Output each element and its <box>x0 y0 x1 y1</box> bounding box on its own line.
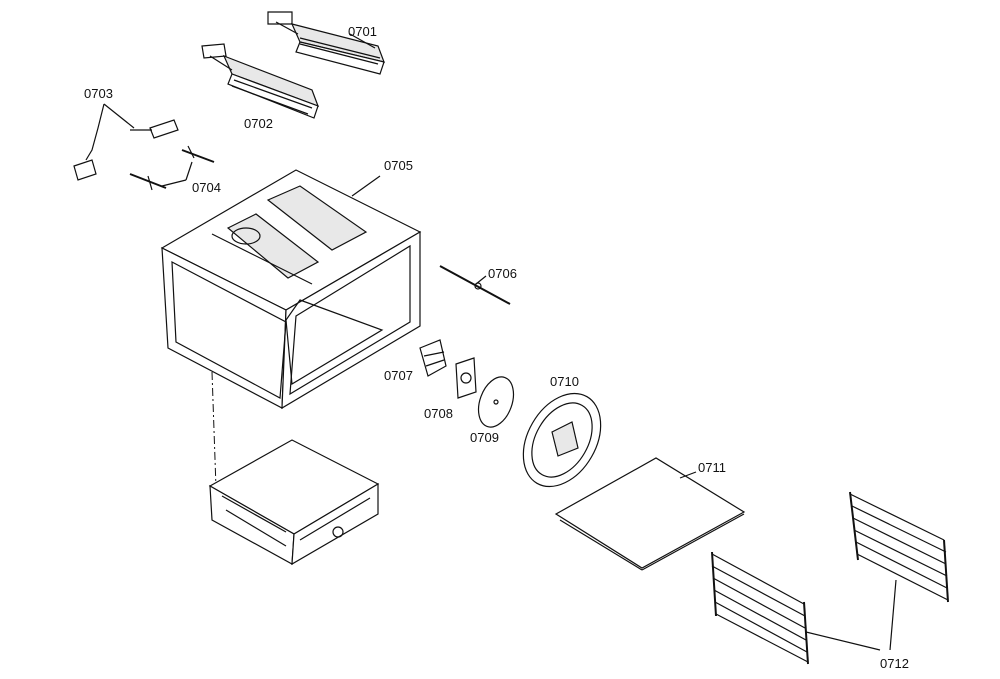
label-0710: 0710 <box>550 374 579 389</box>
label-0703: 0703 <box>84 86 113 101</box>
label-0704: 0704 <box>192 180 221 195</box>
leader-0712 <box>805 579 897 651</box>
part-0704-clips <box>129 145 215 191</box>
leader-0704b <box>161 179 187 187</box>
part-0712-rack-left <box>711 551 809 665</box>
label-0702: 0702 <box>244 116 273 131</box>
label-0711: 0711 <box>698 460 726 475</box>
part-0703-sensor <box>73 103 179 181</box>
part-0710-fan-cover <box>522 392 602 488</box>
alignment-line <box>211 371 217 489</box>
label-0709: 0709 <box>470 430 499 445</box>
label-0701: 0701 <box>348 24 377 39</box>
part-0707-fan-motor <box>419 339 447 377</box>
part-bottom-tray <box>208 439 380 566</box>
label-0708: 0708 <box>424 406 453 421</box>
part-0708-plate <box>455 357 477 399</box>
leader-0701 <box>349 33 376 49</box>
label-0706: 0706 <box>488 266 517 281</box>
leader-0705 <box>351 175 381 197</box>
part-0712-rack-right <box>849 491 949 603</box>
leader-0704 <box>185 161 193 181</box>
part-0705-oven-cavity <box>160 169 422 410</box>
leader-0711 <box>679 471 697 479</box>
part-0702-heating-element <box>201 43 320 119</box>
label-0707: 0707 <box>384 368 413 383</box>
leader-0706 <box>475 275 487 285</box>
leader-0703 <box>103 103 135 129</box>
part-0709-fan-blade <box>477 376 515 428</box>
part-0711-panel <box>554 457 746 571</box>
label-0705: 0705 <box>384 158 413 173</box>
label-0712: 0712 <box>880 656 909 671</box>
part-0701-heating-element <box>267 11 385 75</box>
